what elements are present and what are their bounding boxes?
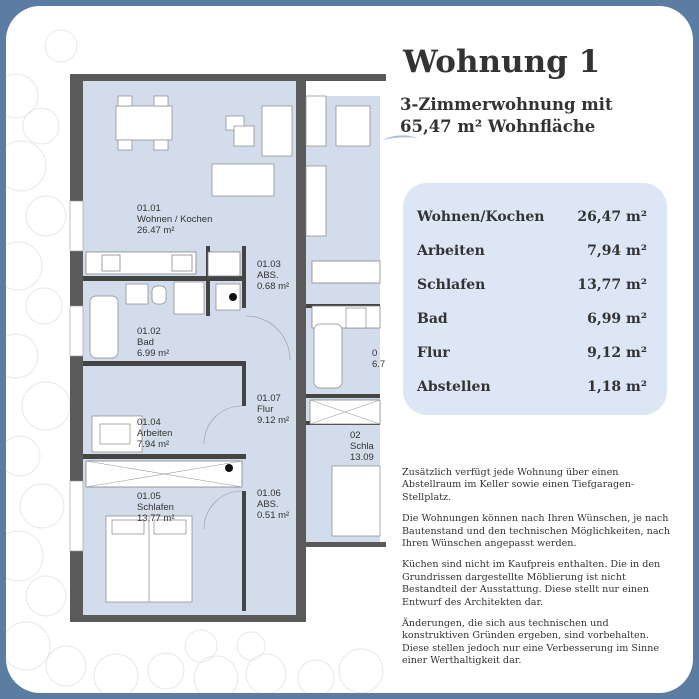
page-title: Wohnung 1 bbox=[403, 44, 601, 80]
notes-text: Zusätzlich verfügt jede Wohnung über ein… bbox=[402, 467, 672, 677]
note-paragraph: Änderungen, die sich aus technischen und… bbox=[402, 618, 660, 667]
note-paragraph: Zusätzlich verfügt jede Wohnung über ein… bbox=[402, 467, 635, 503]
note-paragraph: Die Wohnungen können nach Ihren Wünschen… bbox=[402, 513, 671, 550]
page-subtitle: 3-Zimmerwohnung mit 65,47 m² Wohnfläche bbox=[400, 95, 613, 136]
subtitle-swoosh bbox=[382, 135, 418, 140]
floor-plan bbox=[6, 29, 386, 693]
note-paragraph: Küchen sind nicht im Kaufpreis enthalten… bbox=[402, 559, 661, 608]
decorative-circles bbox=[6, 29, 384, 693]
